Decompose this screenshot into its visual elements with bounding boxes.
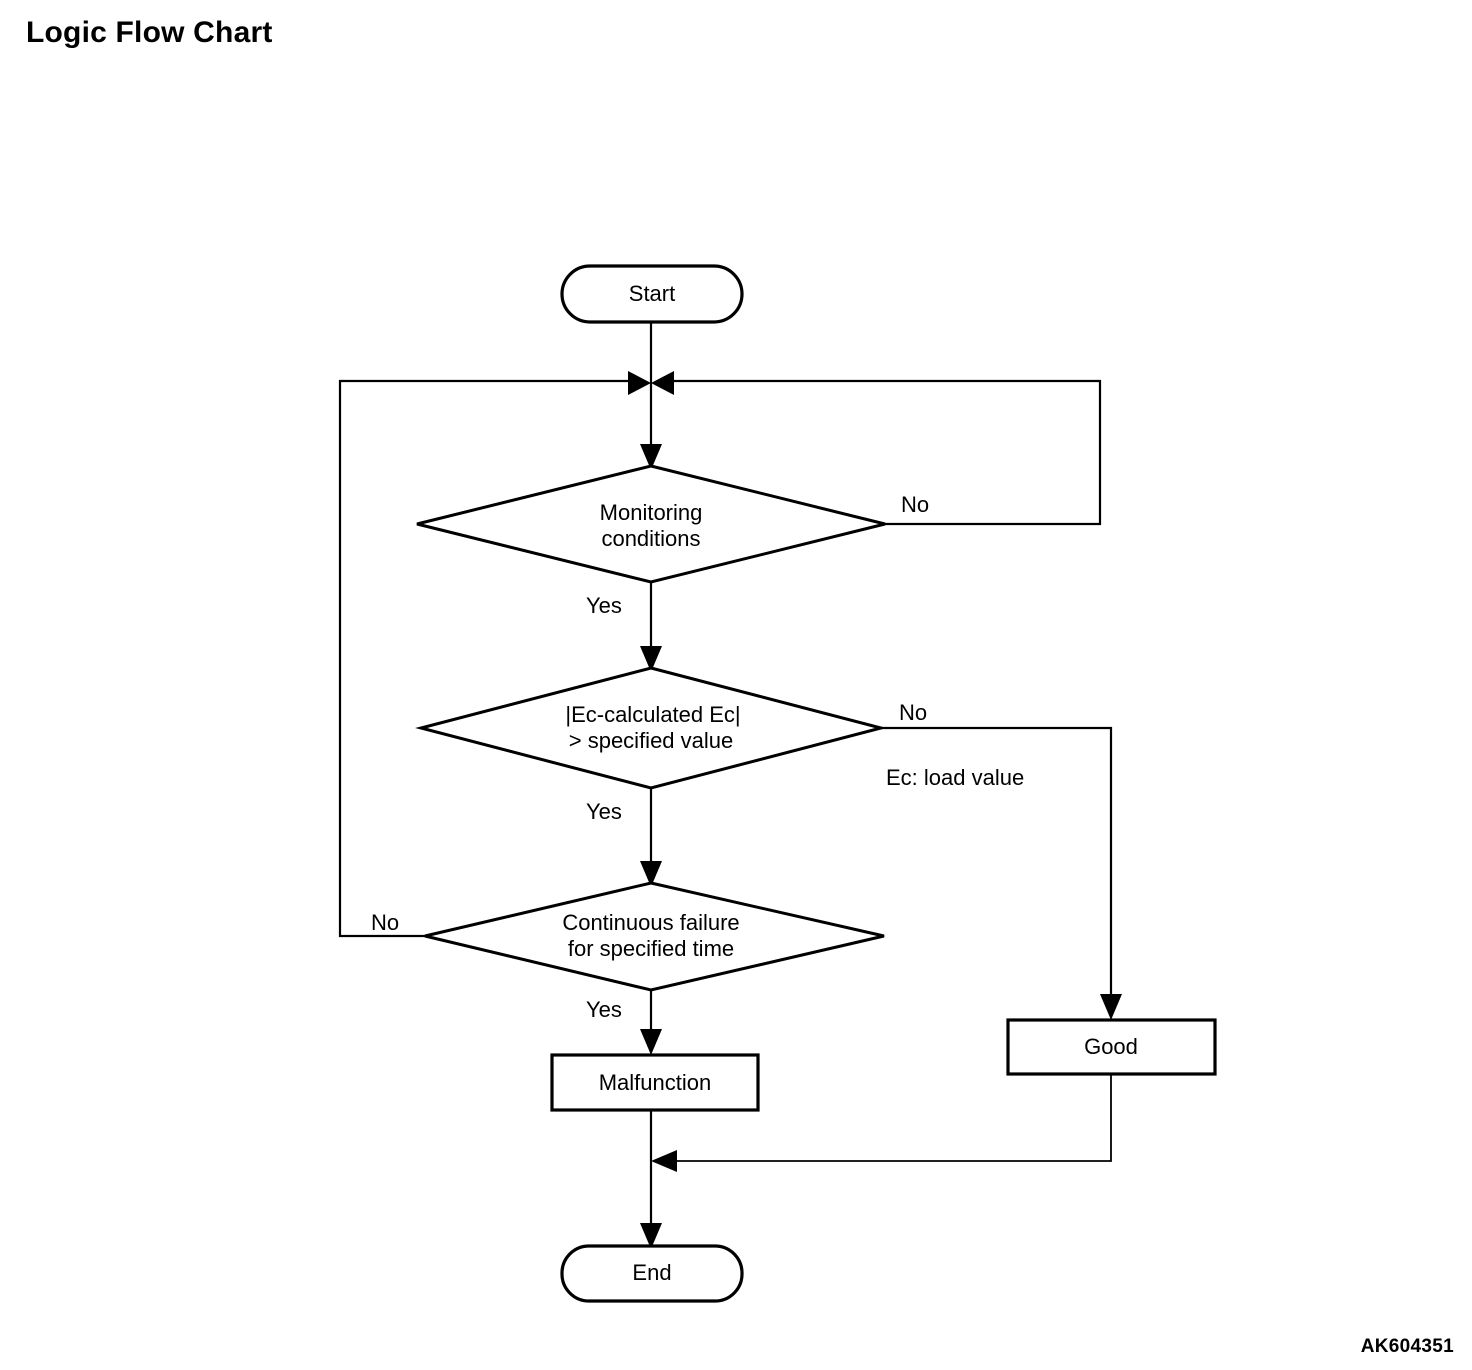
arrowhead-to-monitoring — [640, 444, 662, 470]
edge-good-to-merge — [665, 1074, 1112, 1162]
malfunction-shape — [550, 1053, 760, 1112]
continuous-no-label: No — [371, 910, 399, 935]
monitoring-label-line2: conditions — [601, 526, 700, 551]
figure-code: AK604351 — [1360, 1336, 1454, 1357]
junction-arrowhead-left — [628, 371, 651, 395]
node-start: Start — [560, 264, 744, 324]
ec-label-line2: > specified value — [569, 728, 734, 753]
continuous-label-line2: for specified time — [568, 936, 734, 961]
arrowhead-to-end — [640, 1223, 662, 1249]
node-ec-compare: |Ec-calculated Ec| > specified value — [415, 666, 887, 790]
arrowhead-to-malfunction — [640, 1029, 662, 1055]
end-shape — [560, 1244, 744, 1303]
node-end: End — [560, 1244, 744, 1303]
ec-load-value-note: Ec: load value — [886, 765, 1024, 790]
node-continuous-failure: Continuous failure for specified time — [424, 881, 885, 992]
monitoring-yes-label: Yes — [586, 593, 622, 618]
page-title: Logic Flow Chart — [26, 16, 273, 49]
arrowhead-to-continuous — [640, 861, 662, 887]
start-label: Start — [629, 281, 675, 306]
continuous-label-line1: Continuous failure — [562, 910, 739, 935]
edge-continuous-no-loopback — [338, 379, 634, 938]
good-label: Good — [1084, 1034, 1138, 1059]
monitoring-no-label: No — [901, 492, 929, 517]
end-label: End — [632, 1260, 671, 1285]
ec-label-line1: |Ec-calculated Ec| — [565, 702, 740, 727]
malfunction-label: Malfunction — [599, 1070, 712, 1095]
good-shape — [1006, 1018, 1217, 1076]
arrowhead-merge-into-main — [651, 1150, 677, 1172]
ec-yes-label: Yes — [586, 799, 622, 824]
edge-monitoring-no-loopback — [668, 379, 1102, 526]
continuous-yes-label: Yes — [586, 997, 622, 1022]
node-good: Good — [1006, 1018, 1217, 1076]
monitoring-label-line1: Monitoring — [600, 500, 703, 525]
arrowhead-to-ec — [640, 646, 662, 672]
junction-arrowhead-right — [651, 371, 674, 395]
arrowhead-to-good — [1100, 994, 1122, 1020]
ec-no-label: No — [899, 700, 927, 725]
node-monitoring-conditions: Monitoring conditions — [416, 464, 886, 584]
edge-ec-no-to-good — [881, 726, 1113, 1008]
node-malfunction: Malfunction — [550, 1053, 760, 1112]
